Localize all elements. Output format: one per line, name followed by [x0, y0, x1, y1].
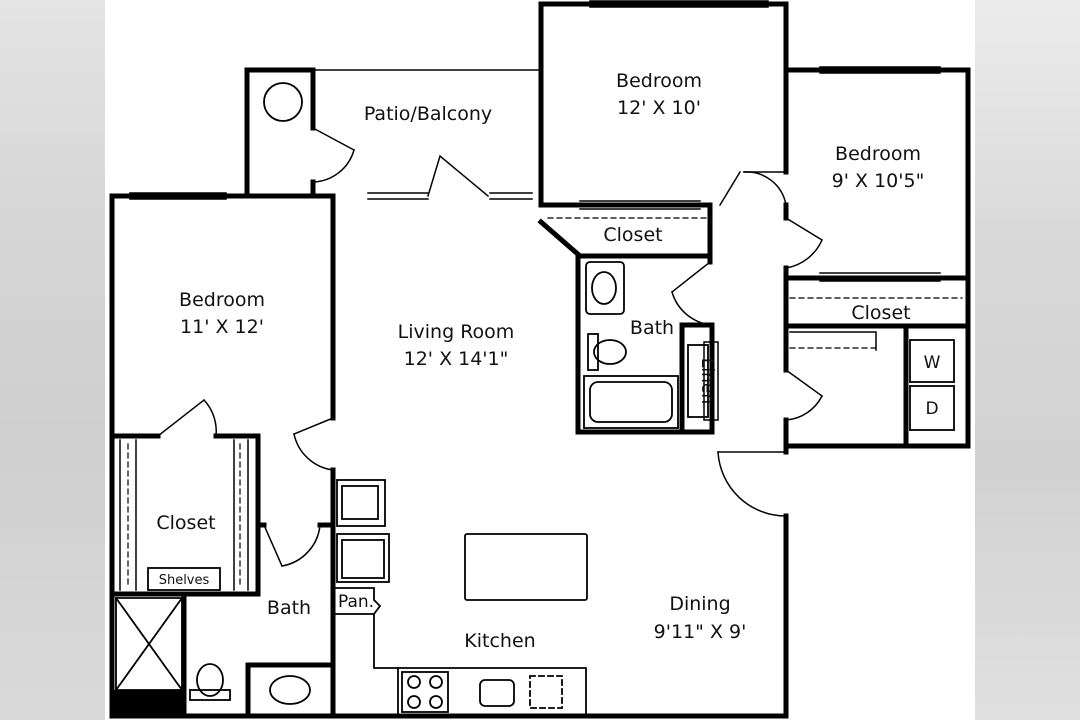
bedroom-top-size: 12' X 10' — [617, 97, 701, 119]
dining-size: 9'11" X 9' — [654, 621, 747, 643]
kitchen-label: Kitchen — [464, 630, 535, 652]
shelves-label: Shelves — [159, 573, 210, 588]
bedroom-left-label: Bedroom — [179, 289, 265, 311]
fixtures — [114, 82, 955, 717]
closet-tracks — [119, 200, 941, 591]
background-left — [0, 0, 110, 720]
doors — [156, 126, 824, 567]
dining-label: Dining — [669, 593, 730, 615]
windows — [129, 0, 941, 200]
dryer-label: D — [925, 399, 938, 419]
closet-center-label: Closet — [603, 224, 662, 246]
bedroom-right-size: 9' X 10'5" — [832, 170, 925, 192]
background-right — [970, 0, 1080, 720]
closet-rods — [127, 217, 963, 587]
living-room-size: 12' X 14'1" — [404, 348, 509, 370]
closet-left-label: Closet — [156, 512, 215, 534]
bedroom-right-label: Bedroom — [835, 143, 921, 165]
patio-label: Patio/Balcony — [364, 103, 492, 125]
bedroom-left-size: 11' X 12' — [180, 316, 264, 338]
bedroom-top-label: Bedroom — [616, 70, 702, 92]
washer-label: W — [924, 353, 941, 373]
exterior-walls — [109, 1, 971, 719]
bath-left-label: Bath — [267, 597, 311, 619]
linen-label: Linen — [697, 358, 717, 404]
living-room-label: Living Room — [398, 321, 515, 343]
closet-right-label: Closet — [851, 302, 910, 324]
pantry-label: Pan. — [338, 592, 374, 612]
bath-center-label: Bath — [630, 317, 674, 339]
